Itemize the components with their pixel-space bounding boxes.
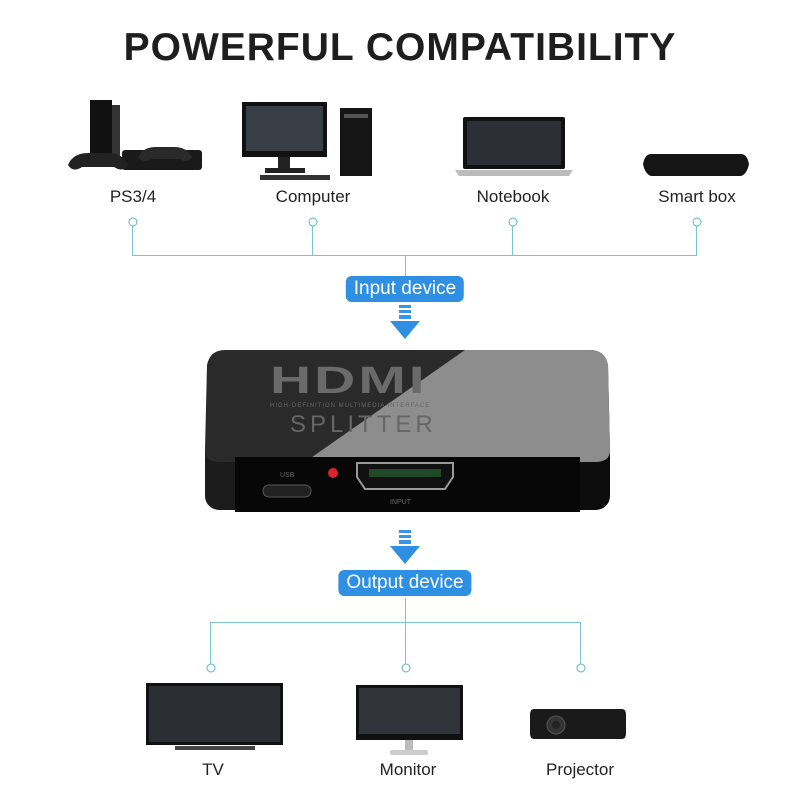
hdmi-splitter-device	[205, 350, 610, 512]
connector-dot	[692, 217, 702, 227]
desktop-computer-icon	[242, 102, 372, 180]
hdmi-logo: HDMI	[270, 360, 428, 402]
laptop-icon	[455, 117, 573, 176]
splitter-label: SPLITTER	[290, 411, 437, 438]
output-label-monitor: Monitor	[379, 760, 437, 779]
connector-line	[580, 622, 581, 668]
page-title: POWERFUL COMPATIBILITY	[123, 26, 677, 69]
input-label-smart-box: Smart box	[658, 187, 736, 206]
connector-line	[405, 598, 406, 622]
connector-line	[405, 622, 406, 668]
connector-line	[132, 222, 133, 255]
connector-dot	[508, 217, 518, 227]
input-label-notebook: Notebook	[476, 187, 550, 206]
hdmi-tagline: HIGH-DEFINITION MULTIMEDIA INTERFACE	[270, 403, 431, 409]
connector-line	[210, 622, 211, 668]
connector-dot	[206, 663, 216, 673]
input-label-ps34: PS3/4	[109, 187, 157, 206]
connector-dot	[401, 663, 411, 673]
input-label-computer: Computer	[275, 187, 351, 206]
connector-line	[696, 222, 697, 255]
usb-port-label: USB	[280, 472, 295, 479]
game-console-icon	[68, 100, 202, 170]
input-device-label: Input device	[345, 276, 465, 302]
connector-line	[312, 222, 313, 255]
connector-line	[512, 222, 513, 255]
input-port-label: INPUT	[390, 499, 411, 506]
connector-dot	[576, 663, 586, 673]
connector-line	[405, 255, 406, 277]
connector-dot	[308, 217, 318, 227]
tv-icon	[146, 683, 283, 750]
output-device-label: Output device	[338, 570, 472, 596]
set-top-box-icon	[643, 154, 749, 176]
connector-dot	[128, 217, 138, 227]
arrow-down-icon	[390, 530, 420, 564]
monitor-icon	[356, 685, 463, 755]
projector-icon	[530, 709, 626, 739]
connector-bus	[210, 622, 581, 623]
output-label-tv: TV	[202, 760, 224, 779]
connector-bus	[132, 255, 697, 256]
arrow-down-icon	[390, 305, 420, 339]
output-label-projector: Projector	[545, 760, 615, 779]
